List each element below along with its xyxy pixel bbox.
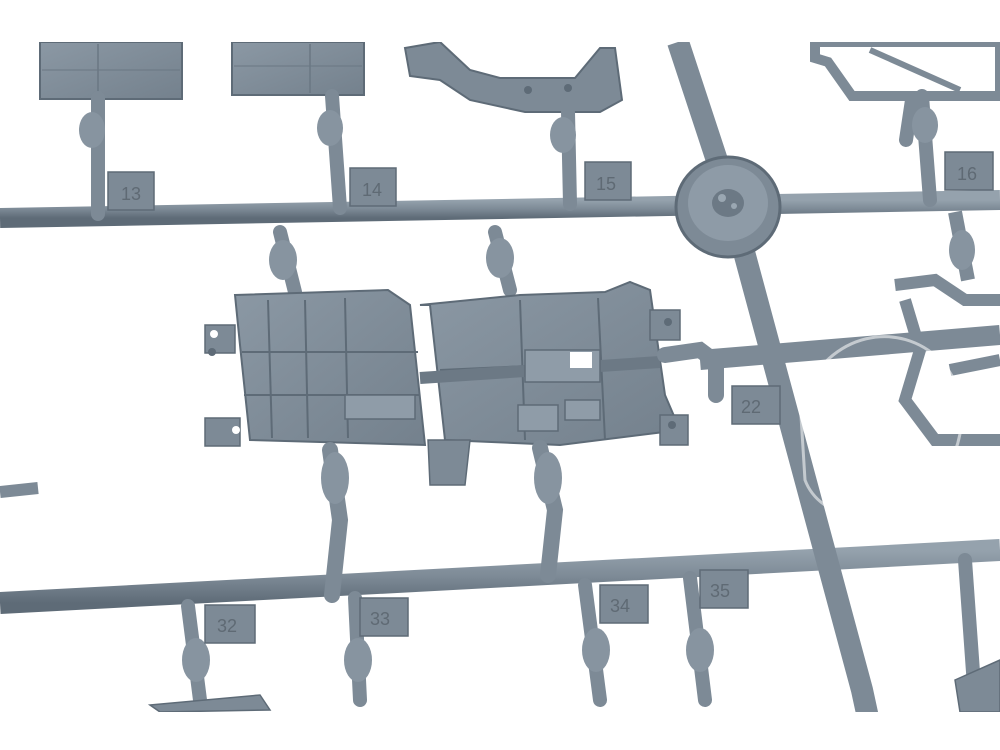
part-15-bracket [403, 40, 624, 113]
part-16-frame [810, 37, 1000, 101]
sprue-hub [674, 155, 782, 259]
watermark-logo [798, 335, 964, 519]
tag-16: 16 [944, 151, 994, 191]
runner-top [0, 190, 1000, 228]
tag-35: 35 [699, 569, 749, 609]
part-14-panel [231, 41, 365, 96]
tag-15: 15 [584, 161, 632, 201]
svg-text:32: 32 [217, 616, 237, 636]
top-border [0, 0, 1000, 42]
gate-right-frame [948, 210, 975, 282]
svg-text:15: 15 [596, 174, 616, 194]
svg-text:13: 13 [121, 184, 141, 204]
svg-text:14: 14 [362, 180, 382, 200]
gate-blobs-chassis [321, 452, 562, 504]
tag-32: 32 [204, 604, 256, 644]
part-chassis-floor [204, 225, 689, 486]
parts-bottom-partial [147, 659, 1000, 713]
tag-14: 14 [349, 167, 397, 207]
svg-text:33: 33 [370, 609, 390, 629]
tag-33: 33 [359, 597, 409, 637]
bottom-border [0, 712, 1000, 750]
svg-text:34: 34 [610, 596, 630, 616]
part-13-panel [39, 41, 183, 100]
tag-34: 34 [599, 584, 649, 624]
part-right-frame [894, 273, 1000, 446]
gate-chassis-right [657, 341, 724, 403]
svg-text:35: 35 [710, 581, 730, 601]
gate-blobs-bottom [182, 628, 714, 682]
svg-text:16: 16 [957, 164, 977, 184]
svg-text:22: 22 [741, 397, 761, 417]
tag-13: 13 [107, 171, 155, 211]
tag-22: 22 [731, 385, 781, 425]
gate-blobs-top [79, 107, 938, 153]
runner-left-stub [0, 482, 39, 498]
runner-branch-22 [699, 325, 1000, 370]
